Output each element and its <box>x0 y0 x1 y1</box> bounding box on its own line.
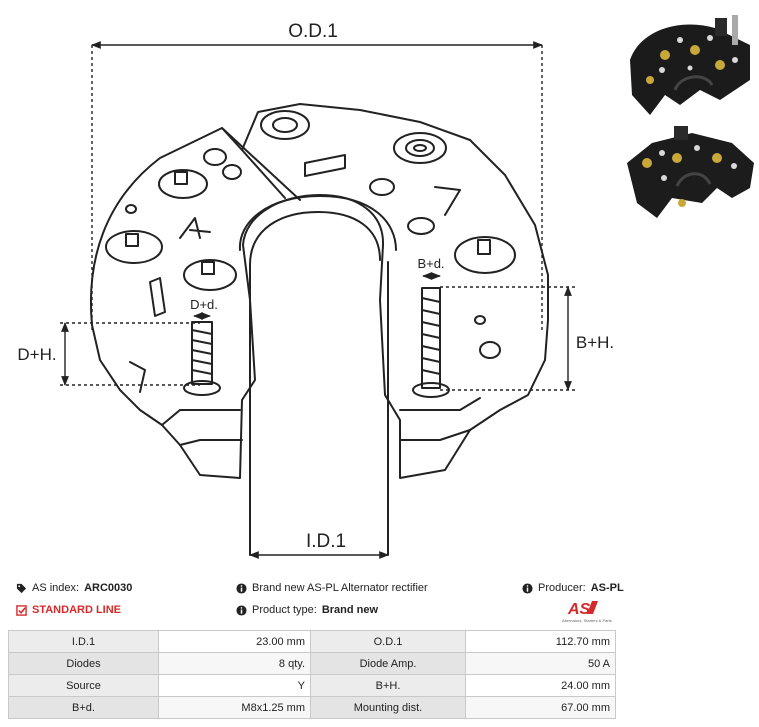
info-icon <box>522 582 533 594</box>
spec-value: 23.00 mm <box>158 630 311 653</box>
svg-text:AS: AS <box>567 601 591 618</box>
info-icon <box>236 582 247 594</box>
spec-label: B+d. <box>8 696 159 719</box>
dd-label: D+d. <box>190 297 218 312</box>
product-photo-bottom <box>627 126 754 218</box>
rectifier-technical-drawing: O.D.1 I.D.1 D+H. D+d. B+H. B+d. <box>17 21 614 559</box>
as-index-value: ARC0030 <box>84 582 133 594</box>
description: Brand new AS-PL Alternator rectifier <box>236 582 428 594</box>
product-type: Product type: Brand new <box>236 604 378 616</box>
spec-value: Y <box>158 674 311 697</box>
spec-label: Mounting dist. <box>310 696 466 719</box>
spec-label: Source <box>8 674 159 697</box>
standard-line: STANDARD LINE <box>16 604 121 616</box>
spec-value: 67.00 mm <box>465 696 616 719</box>
check-square-icon <box>16 604 27 616</box>
spec-label: B+H. <box>310 674 466 697</box>
product-info: AS index: ARC0030 STANDARD LINE Brand ne… <box>0 576 759 628</box>
tag-icon <box>16 583 27 593</box>
rectifier-body-outline <box>89 103 549 479</box>
bore-inner-ring <box>249 211 381 266</box>
spec-value: 50 A <box>465 652 616 675</box>
svg-text:Alternators, Starters & Parts: Alternators, Starters & Parts <box>562 618 612 623</box>
bd-label: B+d. <box>417 256 444 271</box>
spec-value: M8x1.25 mm <box>158 696 311 719</box>
as-pl-logo: AS Alternators, Starters & Parts <box>562 601 612 623</box>
spec-label: Diodes <box>8 652 159 675</box>
spec-label: O.D.1 <box>310 630 466 653</box>
spec-value: 24.00 mm <box>465 674 616 697</box>
spec-value: 8 qty. <box>158 652 311 675</box>
spec-value: 112.70 mm <box>465 630 616 653</box>
spec-label: Diode Amp. <box>310 652 466 675</box>
od1-label: O.D.1 <box>288 21 338 42</box>
producer: Producer: AS-PL <box>522 582 624 594</box>
dh-label: D+H. <box>17 345 56 364</box>
bh-label: B+H. <box>576 333 614 352</box>
info-icon <box>236 604 247 616</box>
spec-label: I.D.1 <box>8 630 159 653</box>
product-photo-top <box>630 15 750 115</box>
id1-label: I.D.1 <box>306 531 346 552</box>
as-index: AS index: ARC0030 <box>16 582 132 594</box>
